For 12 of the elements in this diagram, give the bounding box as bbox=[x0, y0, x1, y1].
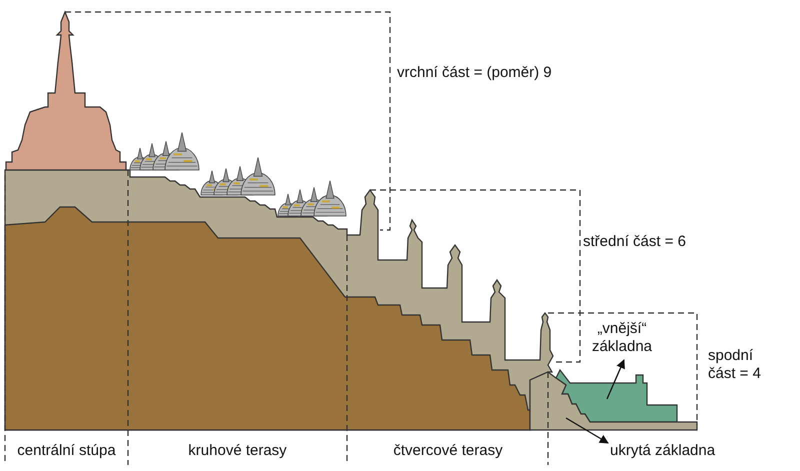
part-label: ukrytá základna bbox=[610, 442, 750, 460]
arrow bbox=[606, 359, 625, 400]
section-label: centrální stúpa bbox=[16, 442, 117, 460]
proportion-label: vrchní část = (poměr) 9 bbox=[397, 64, 553, 82]
outer-base bbox=[555, 368, 678, 423]
proportion-label: střední část = 6 bbox=[583, 233, 687, 251]
section-label: kruhové terasy bbox=[187, 442, 288, 460]
arrow bbox=[566, 417, 609, 444]
section-label: čtvercové terasy bbox=[392, 442, 504, 460]
proportion-label: spodní část = 4 bbox=[708, 347, 762, 383]
hidden-base bbox=[529, 371, 698, 431]
part-label: „vnější“ základna bbox=[572, 320, 672, 356]
